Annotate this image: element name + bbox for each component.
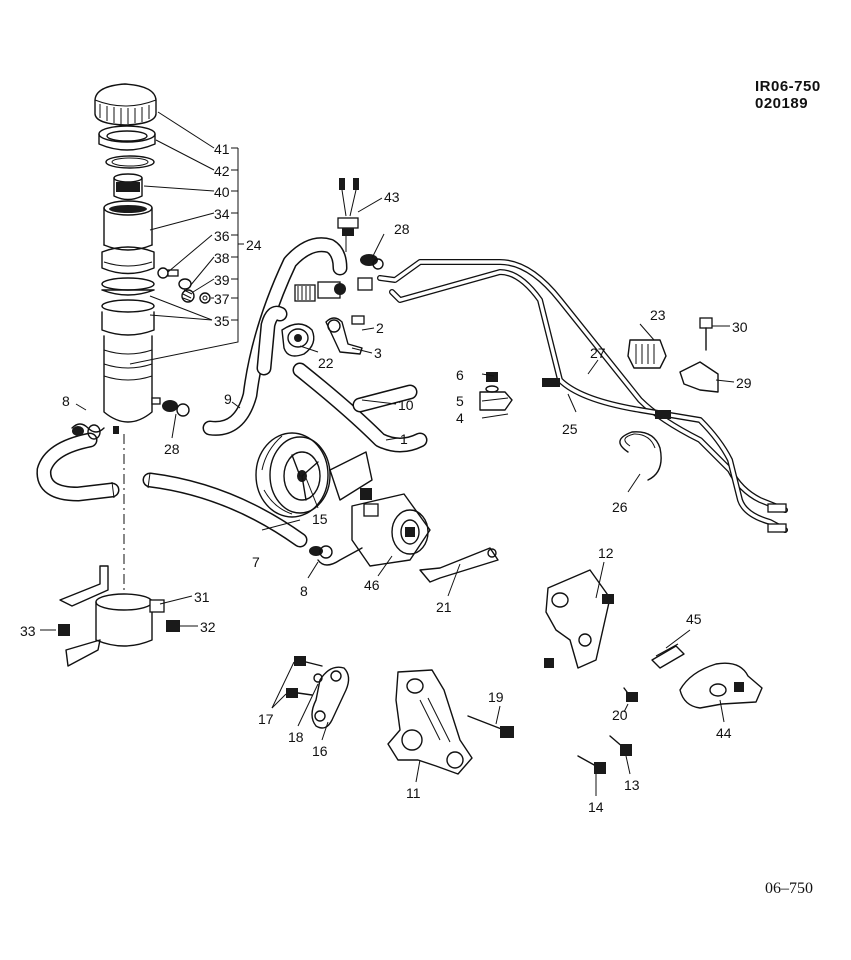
callout-35: 35: [214, 313, 230, 329]
callout-13: 13: [624, 777, 640, 793]
callout-6: 6: [456, 367, 464, 383]
callout-8a: 8: [62, 393, 70, 409]
callout-10: 10: [398, 397, 414, 413]
reservoir-body: [101, 200, 161, 592]
reservoir-strap-bracket: [58, 565, 180, 667]
return-hose: [36, 432, 308, 548]
callout-7: 7: [252, 554, 260, 570]
steering-lines: [377, 259, 788, 533]
callout-16: 16: [312, 743, 328, 759]
callout-4: 4: [456, 410, 464, 426]
callout-25: 25: [562, 421, 578, 437]
pump-body: [317, 451, 431, 567]
callout-23: 23: [650, 307, 666, 323]
callout-38: 38: [214, 250, 230, 266]
callout-29: 29: [736, 375, 752, 391]
callout-14: 14: [588, 799, 604, 815]
pump-pulley: [255, 432, 331, 518]
diagram-code: IR06-750: [755, 78, 821, 95]
mount-bracket-eleven: [387, 669, 473, 775]
callout-30: 30: [732, 319, 748, 335]
callout-43: 43: [384, 189, 400, 205]
leader-lines: [40, 197, 735, 796]
group-bracket: [129, 147, 244, 365]
callout-24: 24: [246, 237, 262, 253]
callout-40: 40: [214, 184, 230, 200]
hose-clamps: [71, 254, 384, 559]
pump-brackets: [281, 315, 513, 583]
callout-39: 39: [214, 272, 230, 288]
mount-bracket-twelve: [544, 569, 614, 669]
callout-22: 22: [318, 355, 334, 371]
reservoir-gasket: [105, 155, 155, 169]
callout-11: 11: [406, 785, 421, 801]
loose-bolts: [286, 656, 638, 774]
callout-33: 33: [20, 623, 36, 639]
reservoir-ring-seal: [98, 125, 156, 151]
callout-12: 12: [598, 545, 614, 561]
callout-27: 27: [590, 345, 606, 361]
spacer-and-block: [651, 643, 763, 709]
callout-21: 21: [436, 599, 452, 615]
callout-42: 42: [214, 163, 230, 179]
clip-and-bolt: [627, 317, 719, 393]
pressure-switch: [337, 178, 359, 252]
reservoir-filter: [113, 173, 143, 201]
callout-1: 1: [400, 431, 408, 447]
callout-34: 34: [214, 206, 230, 222]
callout-2: 2: [376, 320, 384, 336]
callout-3: 3: [374, 345, 382, 361]
callout-8b: 8: [300, 583, 308, 599]
callout-36: 36: [214, 228, 230, 244]
reservoir-leaders: [143, 111, 215, 321]
diagram-date-code: 020189: [755, 95, 809, 112]
callout-44: 44: [716, 725, 732, 741]
callout-45: 45: [686, 611, 702, 627]
pressure-hose: [202, 237, 428, 453]
callout-numbers: 1 2 3 4 5 6 7 8 8 9 10 11 12 13 14 15 16…: [20, 141, 752, 815]
callout-46: 46: [364, 577, 380, 593]
hose-ten: [352, 384, 418, 413]
callout-19: 19: [488, 689, 504, 705]
callout-15: 15: [312, 511, 328, 527]
callout-37: 37: [214, 291, 230, 307]
belt: [619, 431, 662, 481]
line-fittings: [294, 277, 373, 302]
reservoir-cap: [94, 83, 157, 126]
callout-28b: 28: [394, 221, 410, 237]
callout-26: 26: [612, 499, 628, 515]
callout-28a: 28: [164, 441, 180, 457]
callout-5: 5: [456, 393, 464, 409]
callout-32: 32: [200, 619, 216, 635]
callout-20: 20: [612, 707, 628, 723]
callout-18: 18: [288, 729, 304, 745]
callout-31: 31: [194, 589, 210, 605]
callout-9: 9: [224, 391, 232, 407]
figure-id: 06–750: [765, 880, 813, 897]
callout-41: 41: [214, 141, 230, 157]
reservoir-small-parts: [157, 267, 211, 304]
callout-17: 17: [258, 711, 274, 727]
mount-bracket-sixteen: [311, 666, 350, 729]
